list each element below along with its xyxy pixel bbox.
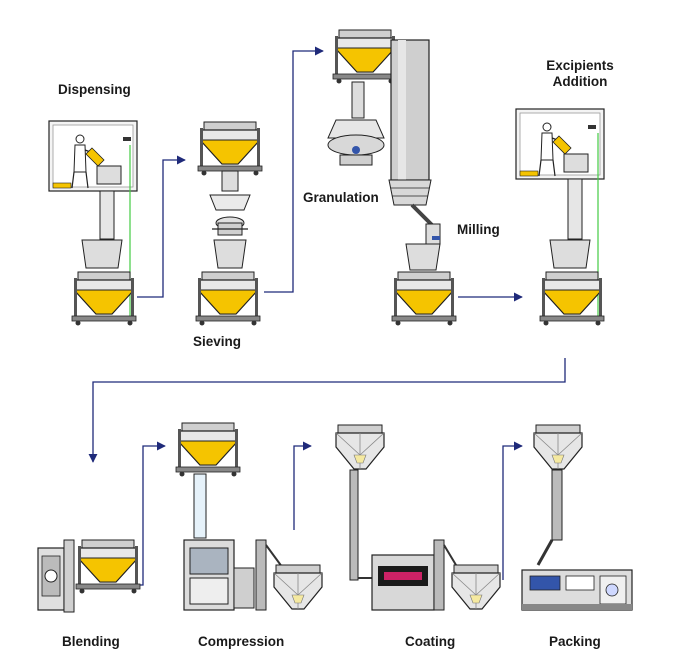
label-granulation: Granulation — [303, 190, 379, 205]
flow-arrows — [88, 46, 566, 586]
label-dispensing: Dispensing — [58, 82, 131, 97]
label-excipients-line1: Excipients — [546, 58, 614, 73]
compression-station — [175, 422, 323, 611]
mill-icon — [425, 223, 441, 245]
granulator-icon — [327, 119, 385, 166]
granulation-station — [327, 29, 457, 327]
label-coating: Coating — [405, 634, 456, 649]
packing-machine-icon — [521, 569, 633, 611]
blender-icon — [37, 539, 75, 613]
label-milling: Milling — [457, 222, 500, 237]
label-compression: Compression — [198, 634, 285, 649]
label-packing: Packing — [549, 634, 601, 649]
label-sieving: Sieving — [193, 334, 242, 349]
label-excipients-addition: Excipients Addition — [530, 58, 630, 90]
dispensing-station — [48, 120, 138, 327]
excipients-addition-station — [515, 108, 605, 327]
tablet-press-icon — [183, 539, 235, 611]
sieve-icon — [212, 216, 248, 236]
coating-station — [335, 424, 501, 611]
coater-icon — [371, 554, 435, 611]
packing-station — [521, 424, 633, 611]
operator-icon — [71, 134, 97, 189]
sieving-station — [195, 121, 263, 327]
blending-station — [37, 539, 141, 613]
label-excipients-line2: Addition — [552, 74, 608, 89]
label-blending: Blending — [62, 634, 120, 649]
operator-icon — [538, 122, 564, 177]
